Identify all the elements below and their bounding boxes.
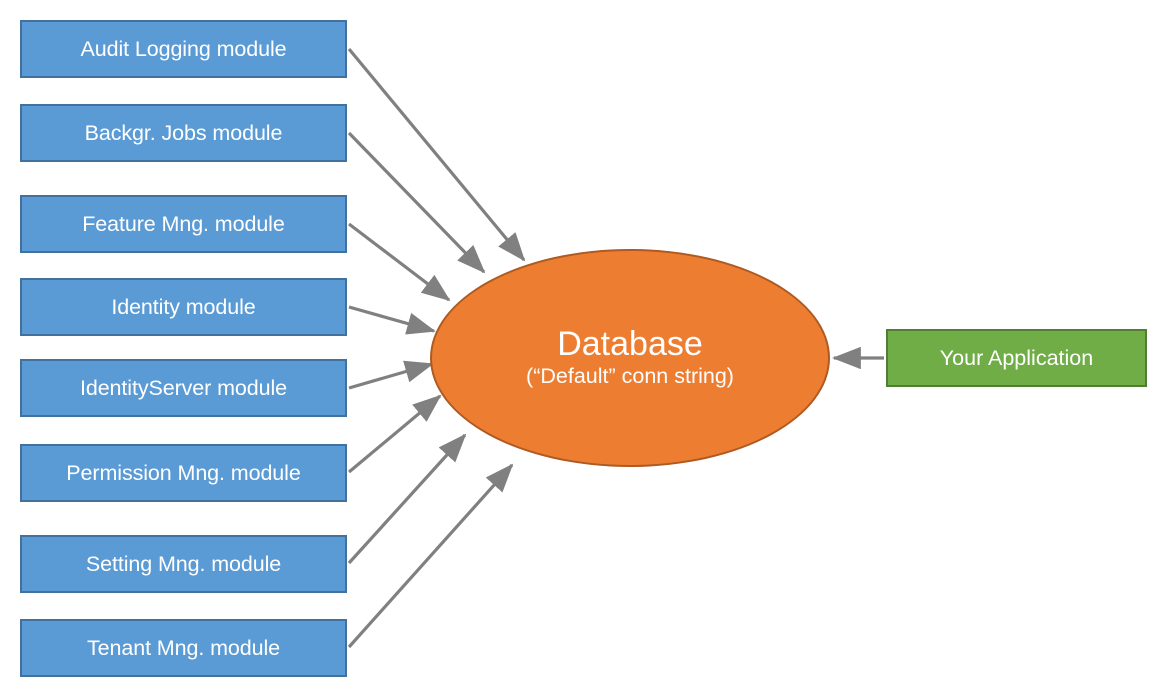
database-subtitle: (“Default” conn string) [526,364,734,389]
module-label: IdentityServer module [79,375,288,400]
module-box-setting-mng[interactable]: Setting Mng. module [20,535,347,593]
connector-feature-mng [348,222,451,302]
connector-identity [348,305,436,335]
module-label: Feature Mng. module [82,211,285,236]
module-box-identityserver[interactable]: IdentityServer module [20,359,347,417]
module-box-audit-logging[interactable]: Audit Logging module [20,20,347,78]
module-label: Permission Mng. module [66,460,301,485]
connector-setting-mng [347,433,467,565]
your-application-label: Your Application [939,345,1094,370]
connector-tenant-mng [347,463,514,649]
module-box-feature-mng[interactable]: Feature Mng. module [20,195,347,253]
module-label: Tenant Mng. module [86,635,280,660]
module-label: Setting Mng. module [85,551,282,576]
database-ellipse[interactable]: Database (“Default” conn string) [430,249,830,467]
connector-audit-logging [347,47,526,262]
your-application-box[interactable]: Your Application [886,329,1147,387]
module-label: Audit Logging module [80,36,287,61]
connector-identityserver [348,360,434,390]
module-box-identity[interactable]: Identity module [20,278,347,336]
module-box-permission-mng[interactable]: Permission Mng. module [20,444,347,502]
module-box-tenant-mng[interactable]: Tenant Mng. module [20,619,347,677]
module-label: Identity module [111,294,256,319]
module-box-background-jobs[interactable]: Backgr. Jobs module [20,104,347,162]
connector-background-jobs [347,131,486,274]
connector-permission-mng [347,394,442,474]
module-label: Backgr. Jobs module [84,120,283,145]
database-title: Database [557,325,703,364]
